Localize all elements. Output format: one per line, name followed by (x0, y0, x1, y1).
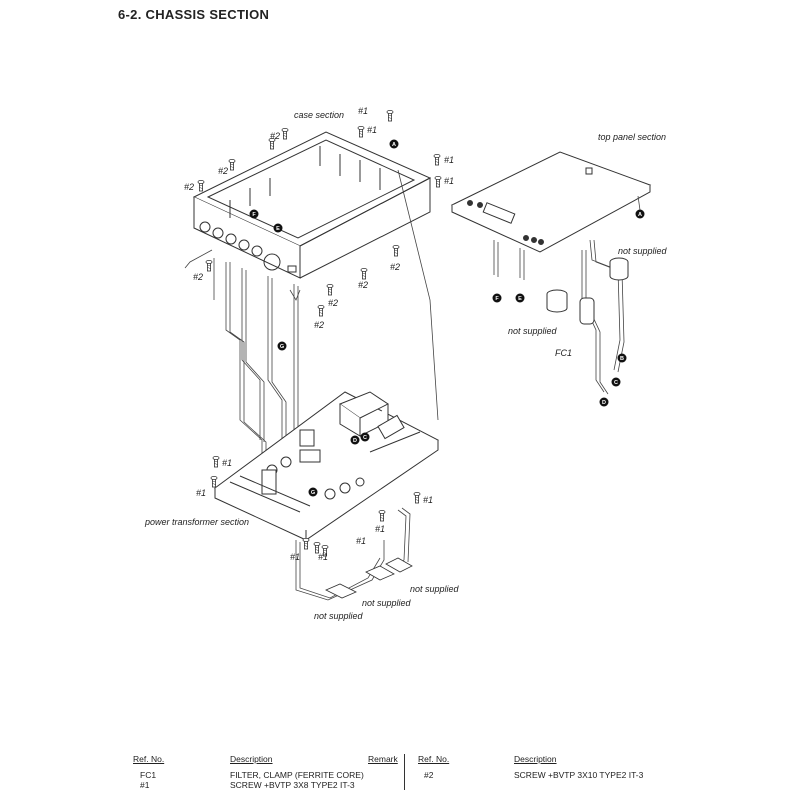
marker-letters: A F E G A F E B C D D C G (252, 142, 642, 496)
label-not-supplied: not supplied (362, 598, 412, 608)
row-ref: #1 (140, 780, 150, 790)
label-screw-2: #2 (314, 320, 324, 330)
marker-e: E (276, 226, 280, 232)
label-screw-2: #2 (270, 131, 280, 141)
label-screw-1: #1 (423, 495, 433, 505)
section-title: 6-2. CHASSIS SECTION (118, 7, 270, 22)
marker-g: G (311, 490, 315, 496)
header-ref-no: Ref. No. (418, 754, 450, 764)
label-screw-1: #1 (222, 458, 232, 468)
exploded-view-diagram: A F E G A F E B C D D C G case section t… (144, 106, 668, 621)
label-screw-1: #1 (196, 488, 206, 498)
label-screw-2: #2 (218, 166, 228, 176)
chassis (214, 391, 439, 541)
marker-b: B (620, 356, 624, 362)
marker-a: A (392, 142, 396, 148)
top-panel (450, 151, 652, 253)
label-case-section: case section (294, 110, 344, 120)
screw-labels: #1 #1 #2 #2 #2 #1 #1 #2 #2 #2 #2 #2 #1 #… (184, 106, 454, 562)
row-description: SCREW +BVTP 3X10 TYPE2 IT-3 (514, 770, 644, 780)
marker-f: F (495, 296, 499, 302)
marker-a: A (638, 212, 642, 218)
row-ref: #2 (424, 770, 434, 780)
row-ref: FC1 (140, 770, 157, 780)
marker-g: G (280, 344, 284, 350)
not-supplied-pads (325, 557, 413, 599)
label-screw-1: #1 (444, 155, 454, 165)
label-screw-1: #1 (375, 524, 385, 534)
label-power-transformer-section: power transformer section (144, 517, 249, 527)
label-screw-1: #1 (444, 176, 454, 186)
header-description: Description (230, 754, 273, 764)
row-description: SCREW +BVTP 3X8 TYPE2 IT-3 (230, 780, 355, 790)
label-screw-2: #2 (358, 280, 368, 290)
label-screw-1: #1 (356, 536, 366, 546)
header-description: Description (514, 754, 557, 764)
label-screw-1: #1 (318, 552, 328, 562)
label-fc1: FC1 (555, 348, 572, 358)
label-not-supplied: not supplied (410, 584, 460, 594)
label-screw-2: #2 (193, 272, 203, 282)
label-not-supplied: not supplied (618, 246, 668, 256)
label-screw-2: #2 (184, 182, 194, 192)
header-ref-no: Ref. No. (133, 754, 165, 764)
marker-e: E (518, 296, 522, 302)
table-divider (404, 754, 405, 790)
marker-d: D (353, 438, 357, 444)
marker-circles (249, 139, 645, 497)
label-not-supplied: not supplied (508, 326, 558, 336)
label-screw-1: #1 (358, 106, 368, 116)
label-top-panel-section: top panel section (598, 132, 666, 142)
ferrite-cores (546, 257, 629, 325)
label-screw-2: #2 (328, 298, 338, 308)
label-not-supplied: not supplied (314, 611, 364, 621)
header-remark: Remark (368, 754, 398, 764)
label-screw-1: #1 (367, 125, 377, 135)
label-screw-1: #1 (290, 552, 300, 562)
section-labels: case section top panel section power tra… (144, 110, 668, 621)
marker-d: D (602, 400, 606, 406)
marker-f: F (252, 212, 256, 218)
marker-c: C (363, 435, 367, 441)
label-screw-2: #2 (390, 262, 400, 272)
marker-c: C (614, 380, 618, 386)
row-description: FILTER, CLAMP (FERRITE CORE) (230, 770, 364, 780)
